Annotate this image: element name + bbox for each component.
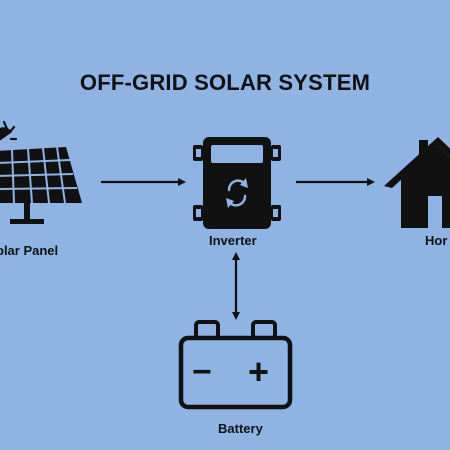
battery-label: Battery [218,421,263,436]
diagram-title: OFF-GRID SOLAR SYSTEM [79,70,371,95]
battery-plus-symbol: + [248,351,270,392]
solar-panel-icon [0,120,82,224]
inverter-icon [193,137,281,229]
home-icon [384,137,450,228]
inverter-label: Inverter [209,233,257,248]
battery-minus-symbol: − [192,353,212,391]
home-label: Hor [425,233,448,248]
battery-icon [178,320,293,410]
solar-panel-label: olar Panel [0,243,59,258]
